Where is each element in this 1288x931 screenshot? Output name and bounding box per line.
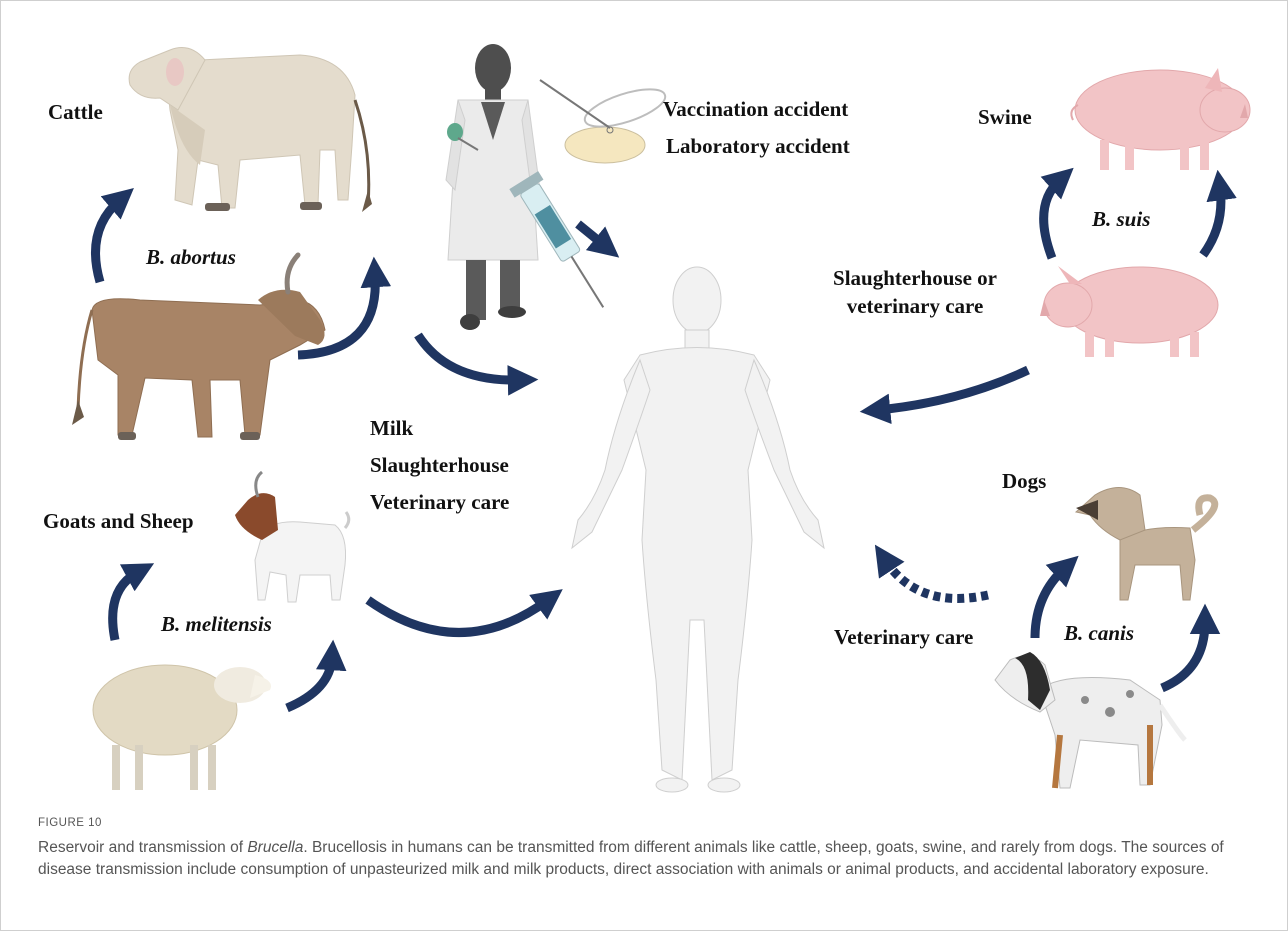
dog-tan-illustration bbox=[1076, 488, 1215, 601]
label-cattle: Cattle bbox=[48, 100, 103, 125]
arrow-swine-right bbox=[1203, 188, 1221, 255]
arrow-sheep-left bbox=[113, 572, 138, 640]
cattle-top-illustration bbox=[129, 48, 372, 212]
arrow-cattle-left bbox=[96, 200, 121, 282]
label-b-canis: B. canis bbox=[1064, 621, 1134, 646]
label-swine: Swine bbox=[978, 105, 1032, 130]
figure-caption: Reservoir and transmission of Brucella. … bbox=[38, 837, 1248, 881]
dog-spotted-illustration bbox=[995, 652, 1185, 788]
sheep-illustration bbox=[93, 665, 271, 790]
label-slaughterhouse: Slaughterhouse bbox=[370, 453, 509, 478]
arrow-swine-to-human bbox=[878, 370, 1028, 410]
label-vaccination-accident: Vaccination accident bbox=[663, 97, 848, 122]
label-b-suis: B. suis bbox=[1092, 207, 1150, 232]
arrow-scientist-to-human bbox=[418, 335, 520, 380]
arrow-dog-right bbox=[1162, 622, 1205, 688]
arrow-goats-to-human bbox=[368, 600, 548, 633]
label-veterinary-care-swine: veterinary care bbox=[818, 294, 1012, 319]
label-b-melitensis: B. melitensis bbox=[161, 612, 272, 637]
transmission-diagram bbox=[0, 0, 1288, 810]
swine-top-illustration bbox=[1071, 68, 1250, 170]
label-slaughterhouse-or: Slaughterhouse or bbox=[818, 266, 1012, 291]
label-milk: Milk bbox=[370, 416, 413, 441]
arrow-sheep-right bbox=[287, 658, 332, 708]
arrow-dogs-to-human bbox=[885, 560, 988, 598]
arrow-syringe-to-human bbox=[578, 224, 605, 246]
label-b-abortus: B. abortus bbox=[146, 245, 236, 270]
petri-dish-illustration bbox=[540, 80, 669, 163]
label-veterinary-care-dogs: Veterinary care bbox=[834, 625, 973, 650]
human-body-illustration bbox=[572, 267, 824, 792]
arrow-swine-left bbox=[1044, 180, 1060, 258]
caption-prefix: Reservoir and transmission of bbox=[38, 839, 247, 856]
label-goats-and-sheep: Goats and Sheep bbox=[43, 509, 194, 534]
goat-illustration bbox=[235, 472, 349, 602]
figure-number: FIGURE 10 bbox=[38, 817, 102, 829]
arrow-dog-left bbox=[1035, 568, 1065, 638]
label-dogs: Dogs bbox=[1002, 469, 1046, 494]
label-veterinary-care-center: Veterinary care bbox=[370, 490, 509, 515]
cattle-bottom-illustration bbox=[72, 255, 325, 440]
swine-bottom-illustration bbox=[1040, 266, 1218, 357]
caption-genus: Brucella bbox=[247, 839, 303, 856]
label-laboratory-accident: Laboratory accident bbox=[666, 134, 850, 159]
